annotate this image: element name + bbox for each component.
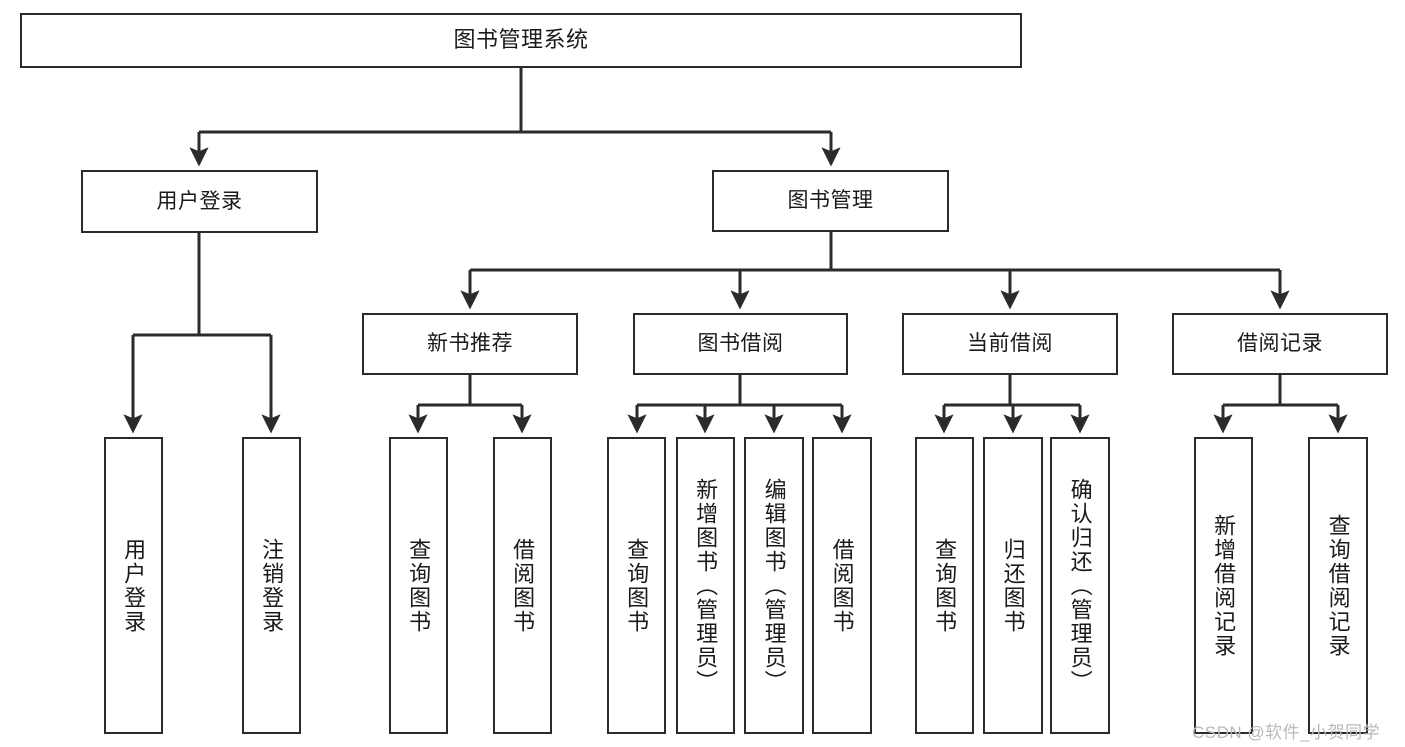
- node-label: 查询图书: [932, 537, 958, 634]
- node-leaf-add-book[interactable]: 新增图书（管理员）: [676, 437, 735, 734]
- watermark-text: CSDN @软件_小贺同学: [1192, 723, 1381, 742]
- node-label: 编辑图书（管理员）: [761, 477, 787, 694]
- node-leaf-logout-login[interactable]: 注销登录: [242, 437, 301, 734]
- node-label: 查询图书: [406, 537, 432, 634]
- node-label: 图书借阅: [697, 332, 784, 356]
- node-leaf-user-login[interactable]: 用户登录: [104, 437, 163, 734]
- node-label: 新增图书（管理员）: [693, 477, 719, 694]
- node-leaf-return-book[interactable]: 归还图书: [983, 437, 1043, 734]
- node-leaf-query-book-1[interactable]: 查询图书: [389, 437, 448, 734]
- node-book-manage[interactable]: 图书管理: [712, 170, 949, 232]
- node-leaf-query-book-3[interactable]: 查询图书: [915, 437, 974, 734]
- node-leaf-borrow-book-2[interactable]: 借阅图书: [812, 437, 872, 734]
- node-label: 借阅图书: [510, 537, 536, 634]
- node-current-borrow[interactable]: 当前借阅: [902, 313, 1118, 375]
- node-label: 图书管理: [787, 189, 874, 213]
- node-label: 确认归还（管理员）: [1067, 477, 1093, 694]
- node-borrow-record[interactable]: 借阅记录: [1172, 313, 1388, 375]
- node-leaf-confirm-return[interactable]: 确认归还（管理员）: [1050, 437, 1110, 734]
- node-label: 归还图书: [1000, 537, 1026, 634]
- node-book-borrow[interactable]: 图书借阅: [633, 313, 848, 375]
- node-leaf-borrow-book-1[interactable]: 借阅图书: [493, 437, 552, 734]
- node-label: 新增借阅记录: [1211, 513, 1237, 658]
- node-leaf-add-record[interactable]: 新增借阅记录: [1194, 437, 1253, 734]
- node-leaf-query-book-2[interactable]: 查询图书: [607, 437, 666, 734]
- node-leaf-edit-book[interactable]: 编辑图书（管理员）: [744, 437, 804, 734]
- node-label: 借阅图书: [829, 537, 855, 634]
- node-label: 查询图书: [624, 537, 650, 634]
- node-label: 用户登录: [156, 189, 243, 213]
- node-label: 查询借阅记录: [1325, 513, 1351, 658]
- node-new-book-recommend[interactable]: 新书推荐: [362, 313, 578, 375]
- node-label: 借阅记录: [1237, 332, 1323, 356]
- node-leaf-query-record[interactable]: 查询借阅记录: [1308, 437, 1368, 734]
- node-label: 图书管理系统: [453, 27, 589, 53]
- node-label: 注销登录: [259, 537, 285, 634]
- node-user-login[interactable]: 用户登录: [81, 170, 318, 233]
- node-label: 当前借阅: [967, 332, 1053, 356]
- node-label: 新书推荐: [427, 332, 513, 356]
- node-label: 用户登录: [121, 537, 147, 634]
- node-book-management-system[interactable]: 图书管理系统: [20, 13, 1022, 68]
